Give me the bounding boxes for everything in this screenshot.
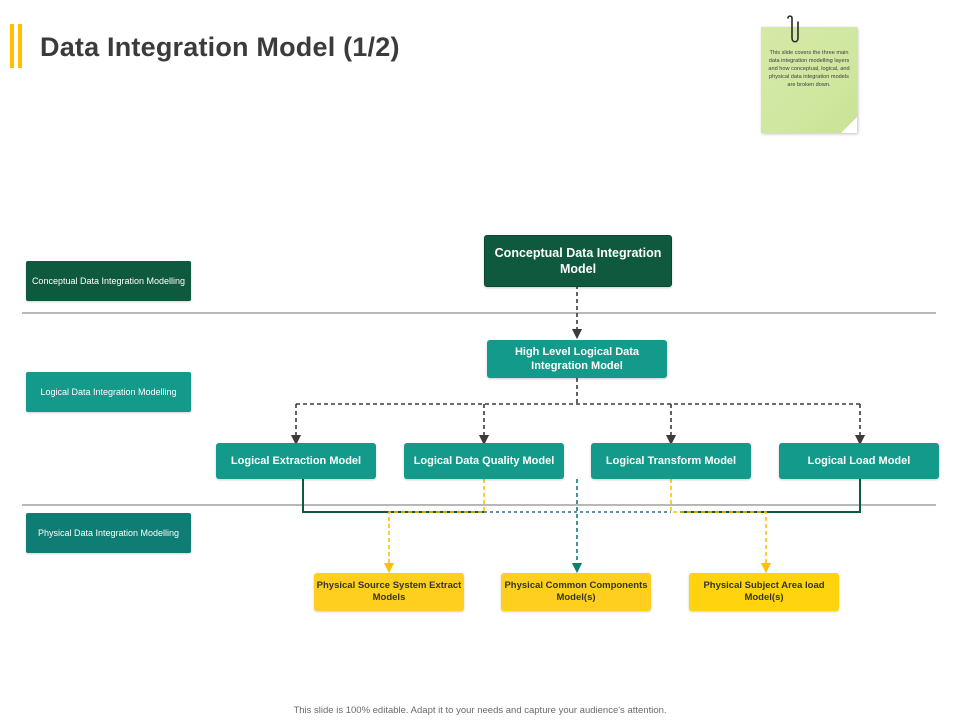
sticky-note-text: This slide covers the three main data in… [768,50,850,89]
footer-note: This slide is 100% editable. Adapt it to… [293,705,667,716]
logical-layer-label: Logical Data Integration Modelling [26,372,191,412]
separator-logical-physical [22,504,936,506]
conceptual-layer-label: Conceptual Data Integration Modelling [26,261,191,301]
node-logical-load-model[interactable]: Logical Load Model [779,443,939,479]
node-high-level-logical-label: High Level Logical Data Integration Mode… [514,345,640,372]
node-logical-extraction-model[interactable]: Logical Extraction Model [216,443,376,479]
separator-conceptual-logical [22,312,936,314]
title-accent-bar [10,24,22,68]
node-logical-extraction-label: Logical Extraction Model [230,454,362,467]
node-physical-source-label: Physical Source System Extract Models [316,579,462,603]
node-logical-transform-model[interactable]: Logical Transform Model [591,443,751,479]
node-conceptual-label: Conceptual Data Integration Model [494,245,662,276]
node-logical-load-label: Logical Load Model [807,454,911,467]
node-high-level-logical-model[interactable]: High Level Logical Data Integration Mode… [487,340,667,378]
node-physical-source-system-extract-models[interactable]: Physical Source System Extract Models [314,573,464,611]
page-title: Data Integration Model (1/2) [40,32,400,62]
physical-layer-label-text: Physical Data Integration Modelling [37,527,180,538]
node-physical-common-components-models[interactable]: Physical Common Components Model(s) [501,573,651,611]
note-fold-corner [841,117,857,133]
physical-layer-label: Physical Data Integration Modelling [26,513,191,553]
node-physical-subject-label: Physical Subject Area load Model(s) [703,579,825,603]
node-logical-transform-label: Logical Transform Model [605,454,737,467]
node-physical-subject-area-load-models[interactable]: Physical Subject Area load Model(s) [689,573,839,611]
node-logical-data-quality-model[interactable]: Logical Data Quality Model [404,443,564,479]
node-physical-common-label: Physical Common Components Model(s) [504,579,648,603]
sticky-note: This slide covers the three main data in… [761,27,857,133]
paperclip-icon [787,15,799,43]
node-conceptual-data-integration-model[interactable]: Conceptual Data Integration Model [484,235,672,287]
node-logical-data-quality-label: Logical Data Quality Model [413,454,555,467]
logical-layer-label-text: Logical Data Integration Modelling [40,386,177,397]
conceptual-layer-label-text: Conceptual Data Integration Modelling [31,275,186,286]
